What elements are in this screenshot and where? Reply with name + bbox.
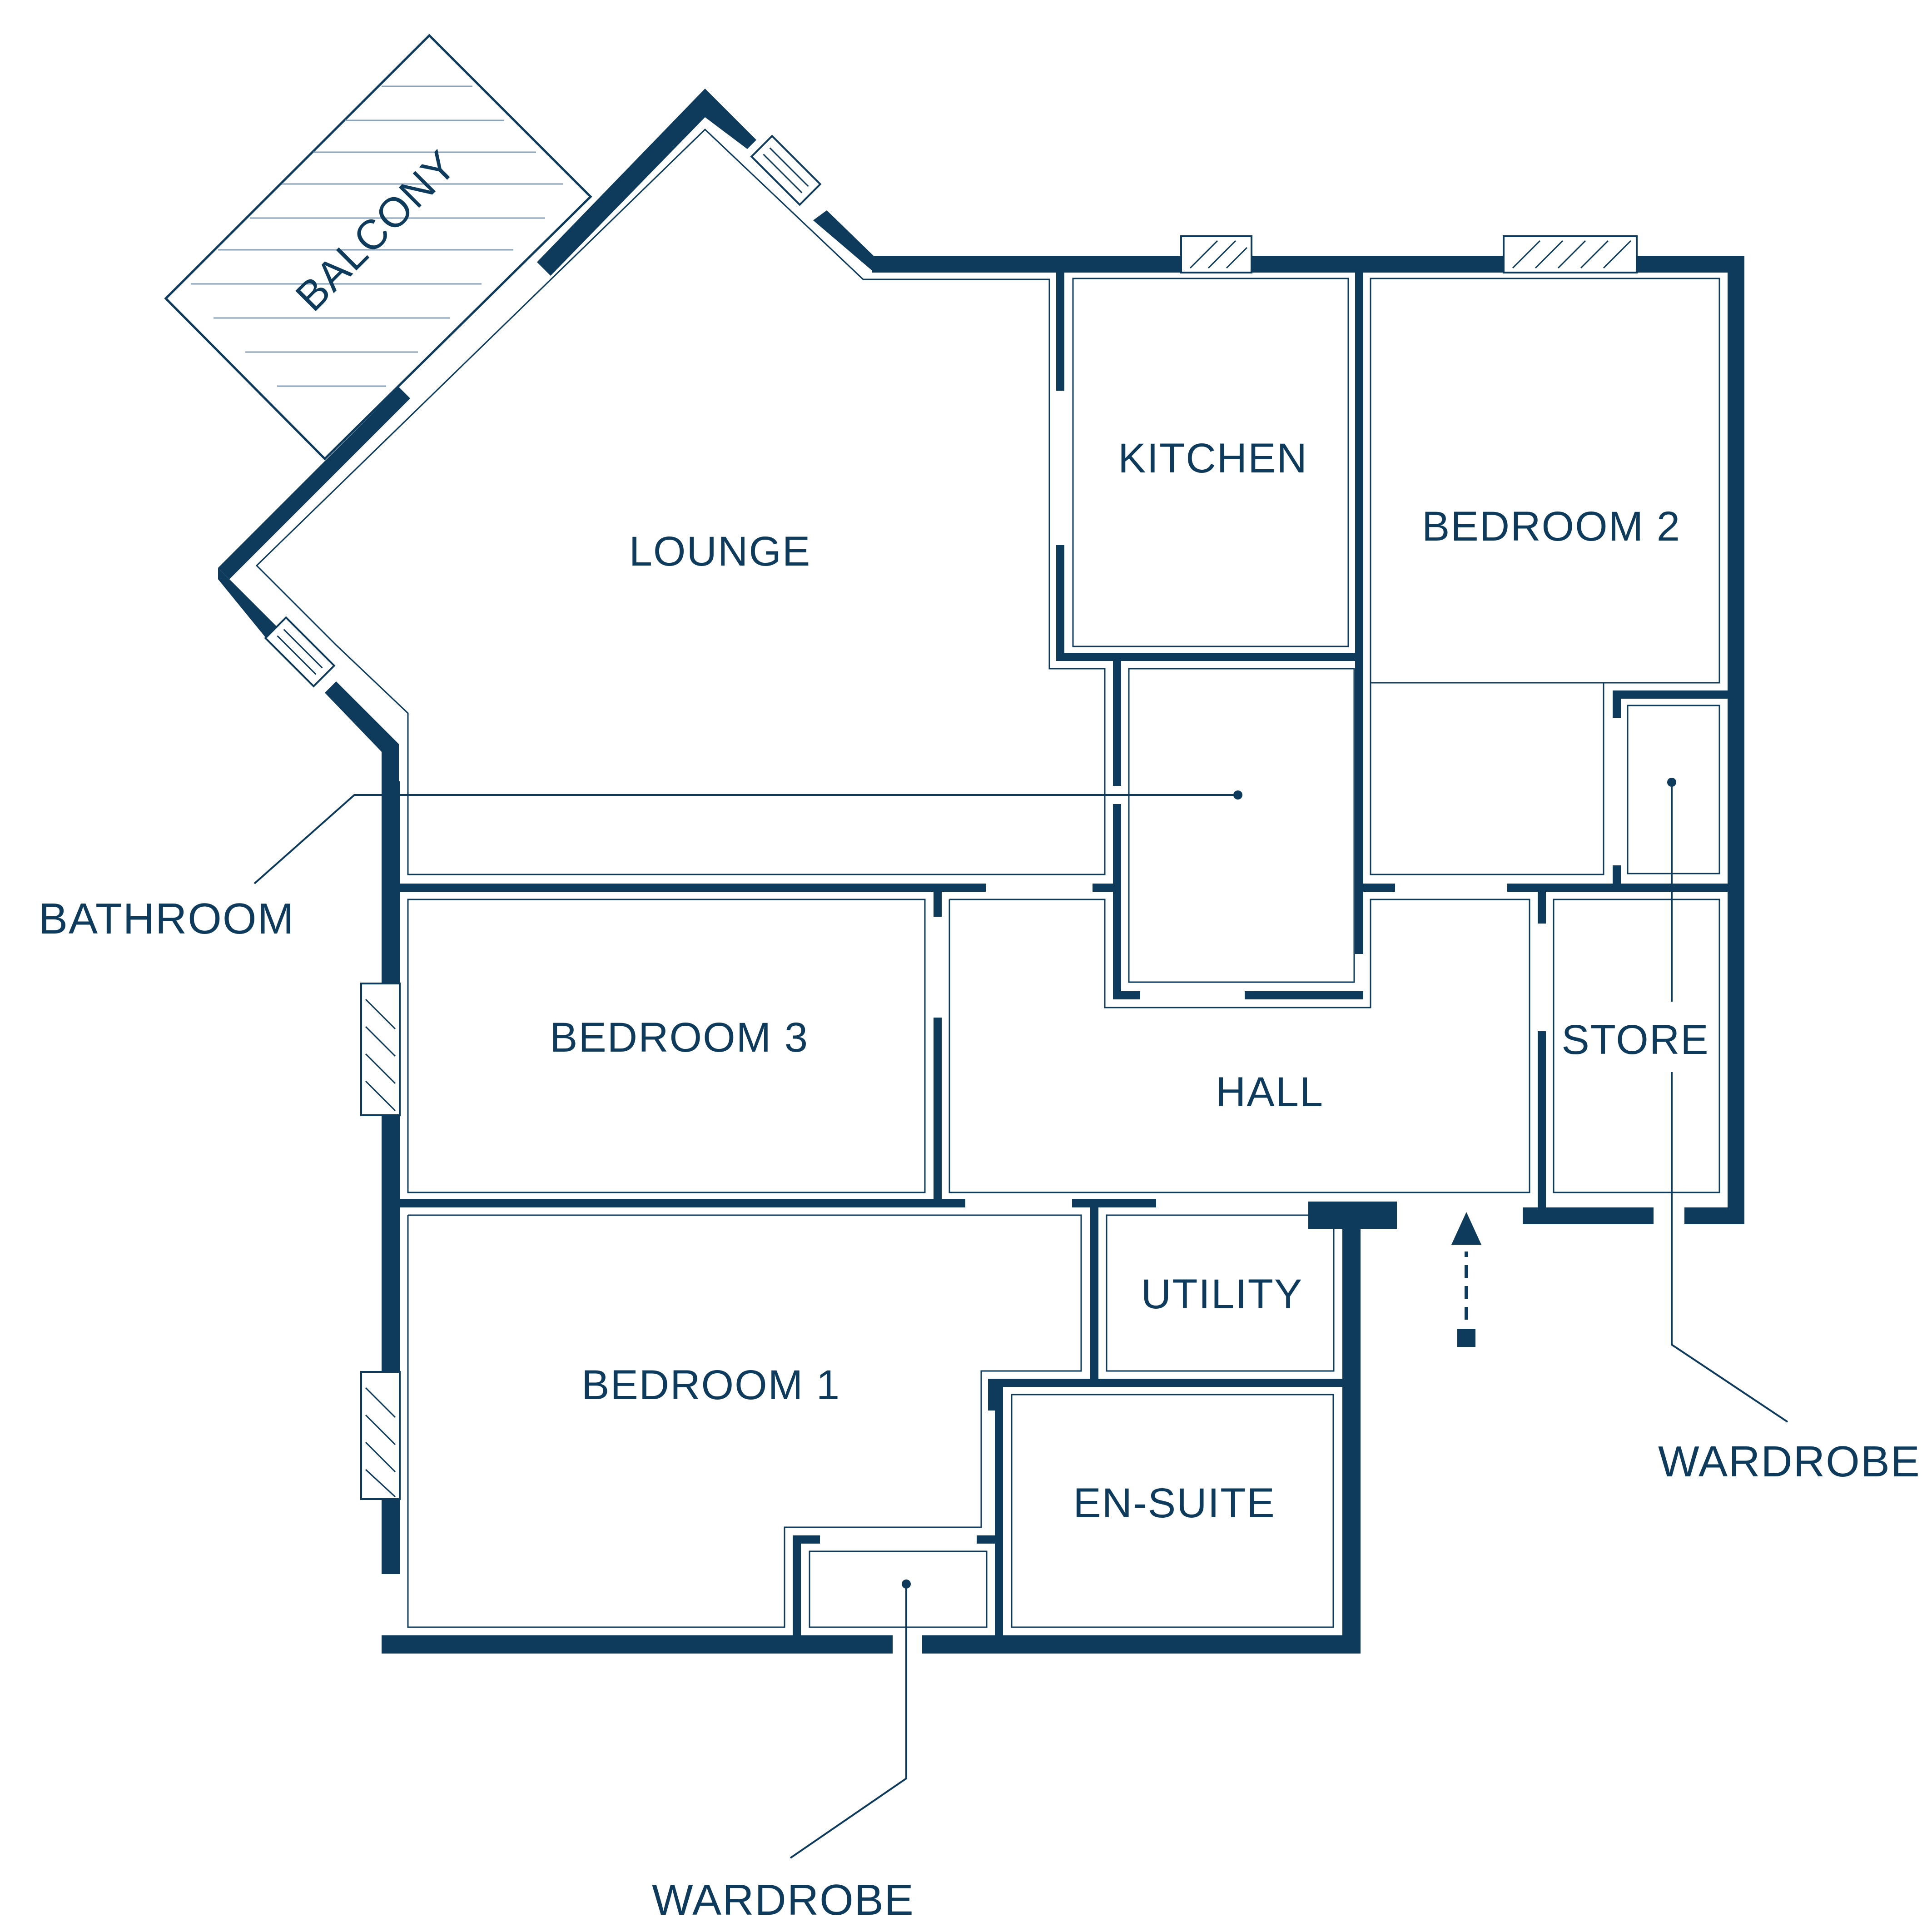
callout-wardrobe-right: WARDROBE bbox=[1658, 778, 1921, 1486]
bedroom3-label: BEDROOM 3 bbox=[550, 1014, 809, 1061]
window-kitchen bbox=[1180, 235, 1252, 273]
wardrobe-right-callout-label: WARDROBE bbox=[1658, 1437, 1921, 1486]
balcony: BALCONY bbox=[164, 34, 592, 461]
bedroom2-label: BEDROOM 2 bbox=[1422, 503, 1681, 550]
bedroom1-label: BEDROOM 1 bbox=[581, 1362, 840, 1408]
window-lounge-left bbox=[264, 616, 336, 688]
entrance-arrow-icon bbox=[1451, 1212, 1481, 1347]
window-lounge-top bbox=[750, 134, 822, 206]
window-bedroom1 bbox=[360, 1371, 401, 1500]
room-labels: LOUNGE KITCHEN BEDROOM 2 BEDROOM 3 HALL … bbox=[550, 435, 1709, 1526]
store-label: STORE bbox=[1561, 1017, 1709, 1063]
ensuite-label: EN-SUITE bbox=[1073, 1480, 1275, 1526]
lounge-label: LOUNGE bbox=[629, 528, 811, 575]
callouts: BATHROOM WARDROBE WARDROBE bbox=[39, 778, 1921, 1924]
outer-walls bbox=[218, 89, 1744, 1654]
hall-label: HALL bbox=[1216, 1069, 1324, 1115]
windows bbox=[264, 134, 1638, 1500]
balcony-hatching bbox=[191, 85, 563, 387]
bathroom-callout-label: BATHROOM bbox=[39, 894, 295, 943]
kitchen-label: KITCHEN bbox=[1118, 435, 1308, 482]
window-bedroom2 bbox=[1503, 235, 1638, 273]
inner-outlines bbox=[255, 128, 1720, 1628]
interior-walls bbox=[400, 273, 1728, 1635]
callout-wardrobe-bottom: WARDROBE bbox=[652, 1579, 914, 1924]
utility-label: UTILITY bbox=[1141, 1271, 1303, 1317]
callout-bathroom: BATHROOM bbox=[39, 790, 1242, 943]
window-bedroom3 bbox=[360, 983, 401, 1116]
wardrobe-bottom-callout-label: WARDROBE bbox=[652, 1876, 914, 1924]
